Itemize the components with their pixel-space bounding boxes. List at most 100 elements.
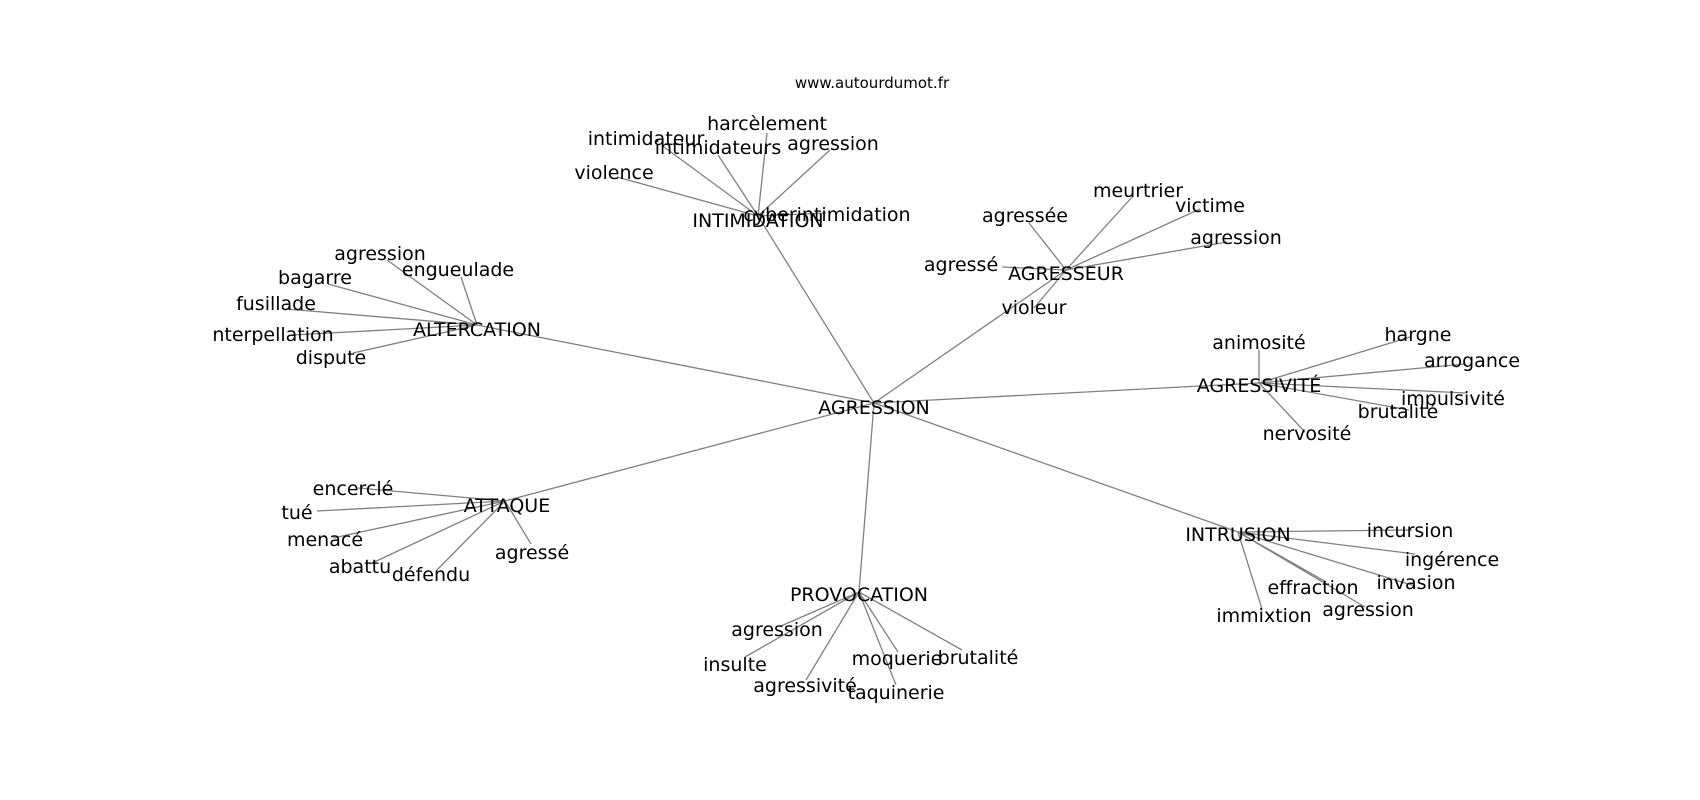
cluster-3-term-label: animosité <box>1212 332 1305 354</box>
edge-cluster-5-term-3 <box>1237 531 1416 587</box>
edge-cluster-4-term-0 <box>357 487 506 502</box>
cluster-3-node-label: AGRESSIVITÉ <box>1197 374 1322 397</box>
cluster-2-term-label: dispute <box>296 347 366 369</box>
cluster-5-term-label: agression <box>1322 599 1414 621</box>
cluster-6-term-label: agressivité <box>753 675 857 697</box>
cluster-2-term-label: engueulade <box>402 259 514 281</box>
edge-center-to-cluster-5 <box>873 402 1239 533</box>
edge-cluster-1-term-0 <box>1065 195 1134 271</box>
edge-cluster-6-term-2 <box>805 591 860 681</box>
edge-cluster-4-term-1 <box>316 500 506 512</box>
edge-cluster-0-term-5 <box>757 212 827 217</box>
cluster-5-term-label: invasion <box>1376 572 1455 594</box>
edge-cluster-6-term-5 <box>858 591 897 686</box>
cluster-2-term-label: fusillade <box>236 293 316 315</box>
edge-cluster-2-term-3 <box>285 308 478 326</box>
edge-cluster-2-term-0 <box>386 259 478 326</box>
edge-cluster-0-term-3 <box>757 149 831 217</box>
edge-cluster-1-term-1 <box>1028 222 1067 271</box>
source-url: www.autourdumot.fr <box>795 74 950 92</box>
cluster-0-term-label: violence <box>574 162 653 184</box>
edge-cluster-5-term-4 <box>1237 531 1263 610</box>
edge-center-to-cluster-3 <box>873 382 1260 404</box>
cluster-5-term-label: ingérence <box>1405 549 1499 571</box>
edge-cluster-1-term-2 <box>1065 208 1201 271</box>
cluster-4-term-label: menacé <box>287 529 363 551</box>
cluster-0-term-label: cyberintimidation <box>743 204 910 226</box>
edge-center-to-cluster-6 <box>858 402 875 593</box>
edge-cluster-6-term-1 <box>744 591 860 658</box>
cluster-5-term-label: effraction <box>1267 577 1358 599</box>
cluster-3-term-label: impulsivité <box>1401 388 1505 410</box>
edge-cluster-3-term-4 <box>1258 382 1410 411</box>
cluster-0-term-label: intimidateurs <box>655 137 781 159</box>
cluster-2-term-label: agression <box>334 243 426 265</box>
cluster-4-term-label: défendu <box>392 564 470 586</box>
cluster-3-term-label: hargne <box>1385 324 1452 346</box>
edge-cluster-2-term-4 <box>292 324 478 336</box>
edge-cluster-3-term-3 <box>1258 382 1467 394</box>
edge-cluster-3-term-1 <box>1258 336 1411 384</box>
graph-edges <box>285 132 1467 686</box>
edge-cluster-5-term-1 <box>1237 531 1416 555</box>
center-node-label: AGRESSION <box>818 397 930 419</box>
cluster-2-node-label: ALTERCATION <box>413 319 541 341</box>
cluster-4-term-label: tué <box>281 502 312 524</box>
cluster-6-term-label: moquerie <box>852 648 943 670</box>
graph-labels: www.autourdumot.fr AGRESSION INTIMIDATION… <box>212 74 1520 704</box>
cluster-1-node-label: AGRESSEUR <box>1008 263 1124 285</box>
edge-cluster-4-term-5 <box>504 500 532 545</box>
edge-cluster-4-term-4 <box>435 500 506 572</box>
cluster-6-term-label: brutalité <box>938 647 1019 669</box>
cluster-3-term-label: brutalité <box>1358 401 1439 423</box>
edge-cluster-0-term-2 <box>717 154 759 217</box>
edge-cluster-4-term-3 <box>369 500 506 565</box>
cluster-1-term-label: victime <box>1175 195 1245 217</box>
cluster-3-term-label: nervosité <box>1263 423 1352 445</box>
cluster-4-term-label: encerclé <box>313 478 394 500</box>
edge-cluster-6-term-4 <box>858 591 963 651</box>
cluster-2-term-label: nterpellation <box>212 324 333 346</box>
cluster-5-term-label: immixtion <box>1216 605 1311 627</box>
edge-cluster-0-term-1 <box>663 146 759 217</box>
cluster-1-term-label: agressée <box>982 205 1068 227</box>
cluster-6-term-label: insulte <box>703 654 767 676</box>
edge-cluster-0-term-4 <box>616 176 759 217</box>
edge-center-to-cluster-1 <box>873 269 1067 404</box>
cluster-5-term-label: incursion <box>1367 520 1453 542</box>
edge-cluster-5-term-0 <box>1237 529 1413 533</box>
cluster-6-term-label: taquinerie <box>848 682 945 704</box>
cluster-1-term-label: agressé <box>924 254 998 276</box>
cluster-0-term-label: harcèlement <box>707 113 827 135</box>
cluster-2-term-label: bagarre <box>278 267 352 289</box>
edge-cluster-3-term-2 <box>1258 363 1466 384</box>
cluster-0-node-label: INTIMIDATION <box>692 210 823 232</box>
edge-center-to-cluster-0 <box>757 215 875 404</box>
cluster-1-term-label: violeur <box>1002 297 1067 319</box>
edge-cluster-5-term-5 <box>1237 531 1366 608</box>
cluster-4-node-label: ATTAQUE <box>464 495 550 517</box>
edge-cluster-6-term-3 <box>858 591 899 653</box>
edge-cluster-1-term-3 <box>1065 241 1228 271</box>
cluster-1-term-label: meurtrier <box>1093 180 1183 202</box>
edge-cluster-1-term-4 <box>1001 266 1067 271</box>
cluster-0-term-label: intimidateur <box>588 128 705 150</box>
edge-cluster-2-term-5 <box>352 324 478 354</box>
edge-cluster-3-term-5 <box>1258 382 1306 433</box>
cluster-4-term-label: agressé <box>495 542 569 564</box>
cluster-3-term-label: arrogance <box>1424 350 1520 372</box>
edge-center-to-cluster-4 <box>504 402 875 502</box>
edge-cluster-0-term-0 <box>757 132 768 217</box>
edge-cluster-2-term-2 <box>327 283 478 326</box>
cluster-6-node-label: PROVOCATION <box>790 584 928 606</box>
edge-cluster-1-term-5 <box>1033 269 1067 309</box>
edge-cluster-6-term-0 <box>780 591 860 627</box>
cluster-5-node-label: INTRUSION <box>1185 524 1290 546</box>
cluster-6-term-label: agression <box>731 619 823 641</box>
edge-cluster-4-term-2 <box>332 500 506 539</box>
cluster-4-term-label: abattu <box>329 556 391 578</box>
edge-center-to-cluster-2 <box>476 324 875 404</box>
cluster-1-term-label: agression <box>1190 227 1282 249</box>
edge-cluster-2-term-1 <box>460 276 478 326</box>
